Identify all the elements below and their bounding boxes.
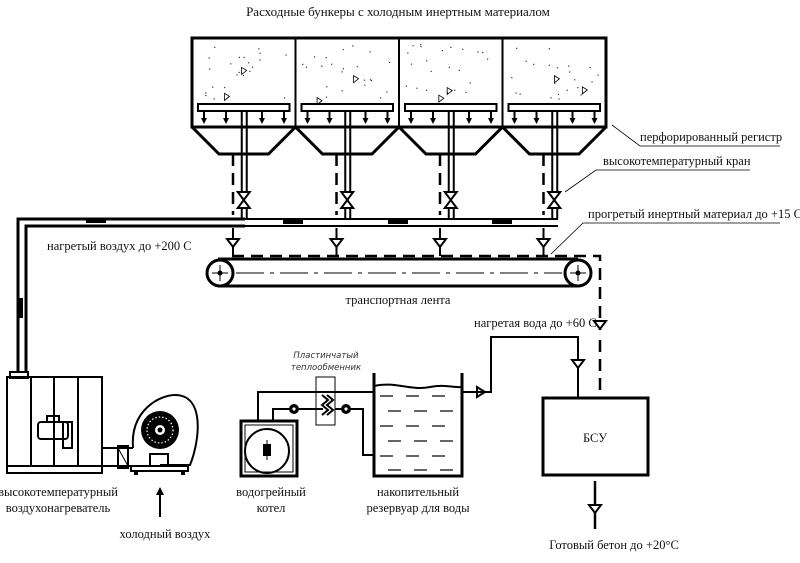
label-reservoir-1: накопительный — [377, 485, 459, 499]
flow-arrow-icon — [432, 238, 448, 249]
label-boiler-2: котел — [257, 501, 286, 515]
label-high-temp-valve: высокотемпературный кран — [603, 154, 751, 168]
label-plate-exchanger-1: Пластинчатый — [293, 351, 359, 361]
bsu-label: БСУ — [583, 431, 607, 445]
label-heater-1: высокотемпературный — [0, 485, 118, 499]
label-heater-2: воздухонагреватель — [6, 501, 111, 515]
perforated-register — [197, 103, 291, 124]
leader-lines — [550, 124, 780, 255]
bunkers-group — [190, 36, 608, 156]
high-temp-valve-icon — [442, 191, 459, 209]
heat-exchanger — [315, 376, 336, 426]
label-heated-material: прогретый инертный материал до +15 С — [588, 207, 800, 221]
air-heater — [6, 371, 103, 474]
bsu-unit: БСУ — [541, 396, 650, 529]
high-temp-valve-icon — [339, 191, 356, 209]
label-ready-concrete: Готовый бетон до +20°С — [549, 538, 679, 552]
material-flow-line — [232, 254, 602, 398]
label-conveyor: транспортная лента — [346, 293, 451, 307]
air-riser — [442, 111, 459, 219]
air-riser — [546, 111, 563, 219]
flow-arrow-icon — [225, 238, 241, 249]
label-boiler-1: водогрейный — [236, 485, 306, 499]
air-riser — [235, 111, 252, 219]
flow-arrow-icon — [86, 219, 106, 223]
perforated-register — [300, 103, 394, 124]
flow-arrow-icon — [283, 220, 303, 224]
air-duct — [102, 445, 133, 469]
water-reservoir — [372, 373, 464, 478]
perforated-register — [404, 103, 498, 124]
high-temp-valve-icon — [546, 191, 563, 209]
label-cold-air: холодный воздух — [120, 527, 212, 541]
label-plate-exchanger-2: теплообменник — [291, 363, 362, 373]
flow-arrow-icon — [535, 238, 552, 249]
bunker — [397, 38, 504, 156]
bunker — [294, 38, 401, 156]
label-reservoir-2: резервуар для воды — [366, 501, 470, 515]
risers-group — [225, 111, 563, 256]
label-heated-water: нагретая вода до +60 С — [474, 316, 597, 330]
conveyor-pulley-right — [563, 258, 593, 288]
flow-arrow-icon — [388, 220, 408, 224]
heated-water-pipe — [462, 320, 608, 399]
water-boiler — [239, 419, 299, 478]
flow-arrow-icon — [328, 238, 345, 249]
bunker — [190, 46, 297, 156]
conveyor-belt — [205, 257, 593, 288]
high-temp-valve-icon — [235, 191, 252, 209]
flow-arrow-icon — [19, 298, 23, 318]
conveyor-pulley-left — [205, 258, 235, 288]
perforated-register — [507, 103, 601, 124]
water-pipes — [257, 391, 375, 456]
air-riser — [339, 111, 356, 219]
diagram-title: Расходные бункеры с холодным инертным ма… — [246, 4, 550, 19]
flow-arrow-icon — [492, 220, 512, 224]
cold-air-arrow-icon — [156, 487, 164, 517]
hot-air-pipe — [16, 217, 558, 372]
bunker — [501, 38, 608, 156]
centrifugal-fan — [130, 393, 199, 475]
label-perforated-register: перфорированный регистр — [640, 130, 782, 144]
label-heated-air: нагретый воздух до +200 С — [47, 239, 192, 253]
